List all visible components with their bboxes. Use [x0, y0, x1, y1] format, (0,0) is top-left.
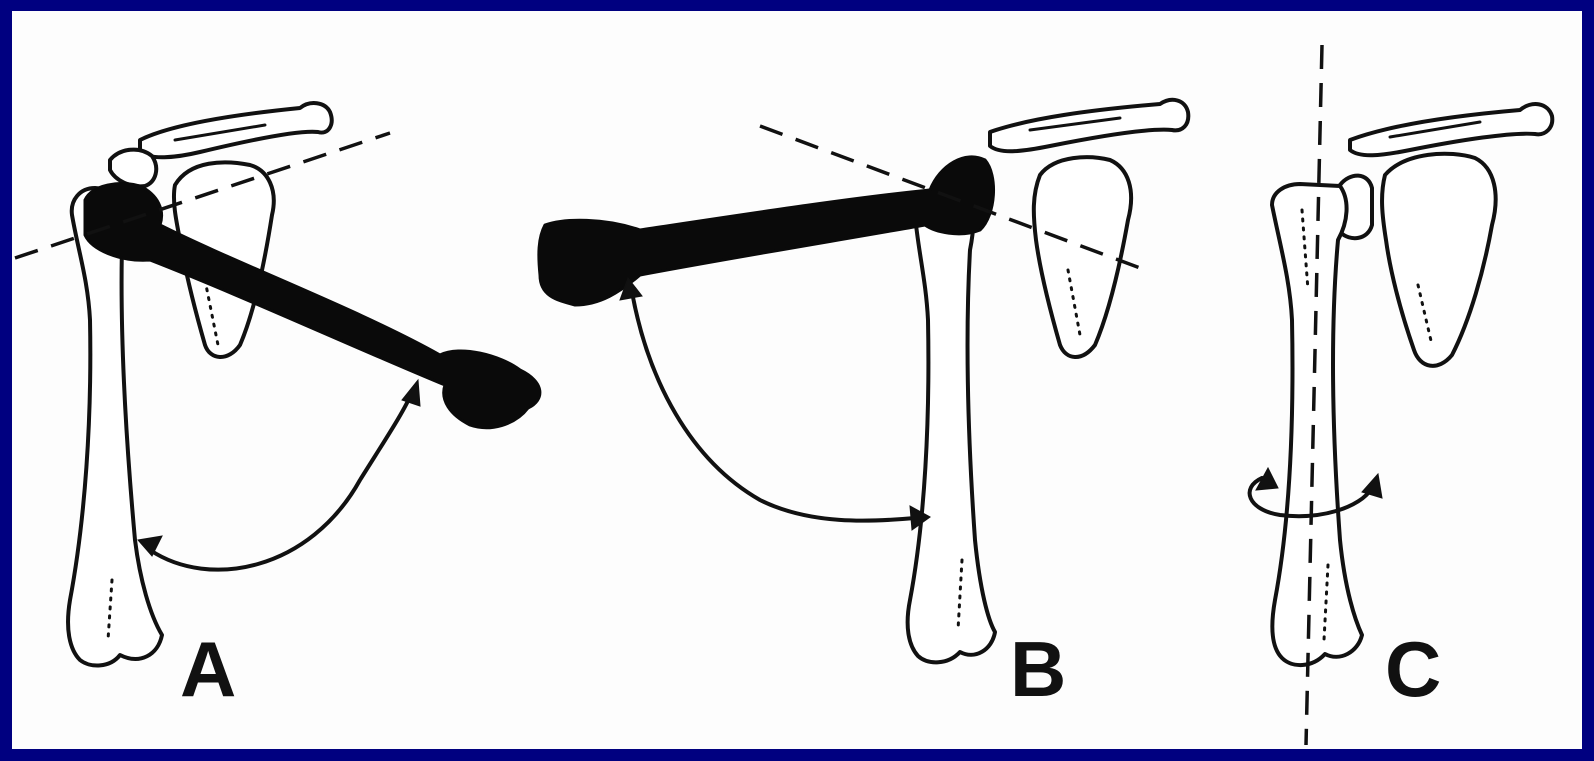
panel-c: C [1250, 45, 1553, 745]
shoulder-movement-diagram: A B [12, 11, 1582, 749]
humerus-rest-b [908, 190, 995, 662]
scapula-b [1034, 157, 1131, 357]
panel-c-label: C [1385, 625, 1441, 713]
flexion-arrow [632, 292, 915, 521]
humerus-abducted-a [85, 184, 540, 428]
diagram-canvas: A B [12, 11, 1582, 749]
clavicle-c [1350, 104, 1552, 155]
panel-a: A [15, 103, 540, 713]
abduction-arrow [150, 392, 412, 570]
panel-a-label: A [180, 625, 236, 713]
scapula-c [1382, 154, 1496, 366]
panel-b-label: B [1010, 625, 1066, 713]
clavicle-b [990, 100, 1188, 151]
panel-b: B [539, 100, 1188, 713]
